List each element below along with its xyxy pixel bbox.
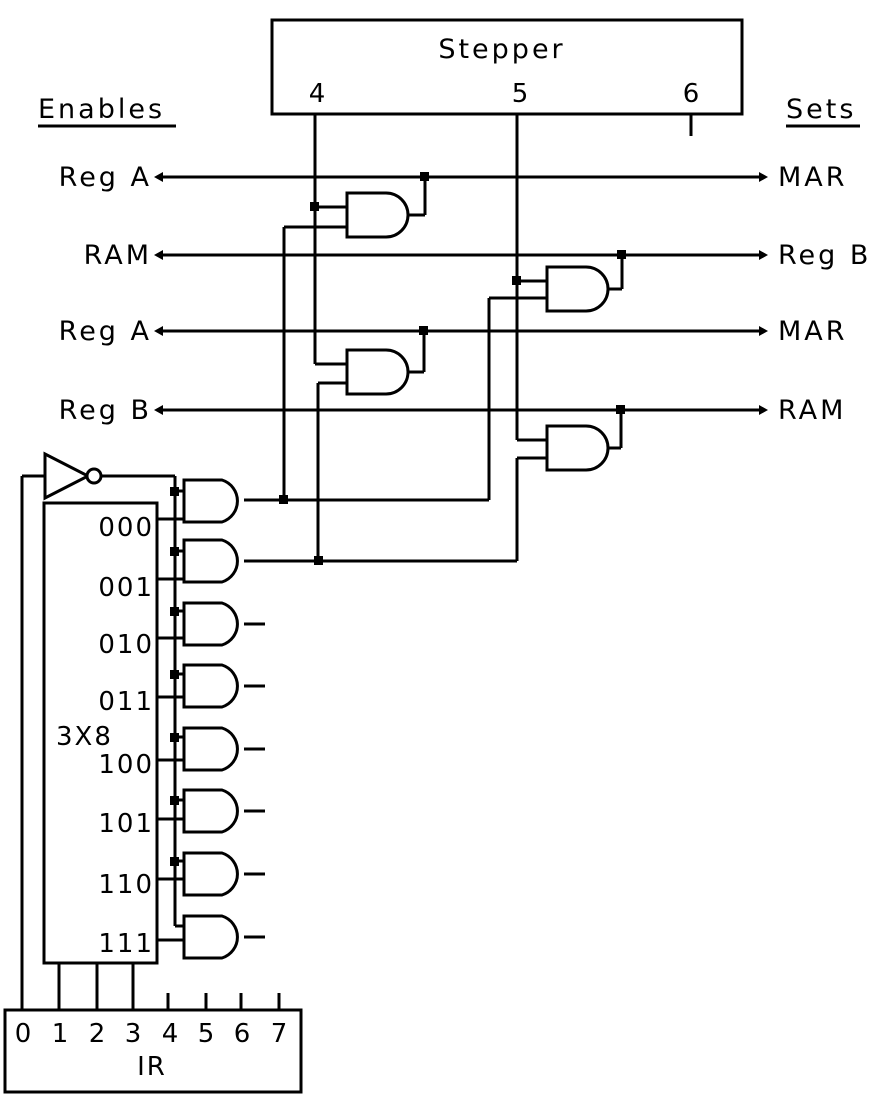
bus-lines [154, 172, 768, 415]
decoder-output-010: 010 [98, 630, 154, 660]
and-gate-enable-reg-a-set-mar-1 [345, 177, 427, 239]
and-gate-010 [157, 601, 265, 647]
instruction-register: 0 1 2 3 4 5 6 7 IR [3, 963, 303, 1094]
set-label-reg-b: Reg B [778, 240, 871, 271]
set-label-mar-2: MAR [778, 316, 848, 347]
decoder-output-101: 101 [98, 809, 154, 839]
decoder-output-100: 100 [98, 750, 154, 780]
and-gate-enable-reg-b-set-ram [545, 410, 623, 472]
stepper: Stepper 4 5 6 [270, 18, 744, 136]
and-gate-001 [157, 538, 239, 584]
stepper-title: Stepper [438, 34, 565, 65]
and-gate-enable-ram-set-reg-b [545, 255, 624, 313]
ir-bit-7: 7 [271, 1019, 290, 1049]
ir-bit-4: 4 [162, 1019, 181, 1049]
decoder-output-110: 110 [98, 870, 154, 900]
and-gate-110 [157, 851, 265, 897]
enable-label-reg-b: Reg B [59, 395, 152, 426]
stepper-step-5: 5 [512, 79, 531, 109]
and-gate-011 [157, 663, 265, 709]
stepper-step-6: 6 [683, 79, 702, 109]
decoder-output-001: 001 [98, 573, 154, 603]
and-gate-000 [157, 478, 239, 524]
and-gate-101 [157, 788, 265, 834]
decoder-3x8: 3X8 000 001 010 011 100 101 110 111 [42, 501, 159, 965]
decoder-output-111: 111 [98, 929, 154, 959]
ir-bit-5: 5 [198, 1019, 217, 1049]
decoder-and-gates [157, 478, 265, 960]
set-label-mar-1: MAR [778, 162, 848, 193]
decoder-output-000: 000 [98, 513, 154, 543]
decoder-label: 3X8 [56, 722, 113, 752]
ir-bit-6: 6 [234, 1019, 253, 1049]
set-label-ram: RAM [778, 395, 846, 426]
ir-label: IR [137, 1052, 167, 1082]
and-gate-100 [157, 726, 265, 772]
sets-header: Sets [786, 94, 856, 125]
stepper-step-4: 4 [309, 79, 328, 109]
enable-label-reg-a-1: Reg A [59, 162, 152, 193]
ir-bit-1: 1 [52, 1019, 71, 1049]
not-gate [20, 451, 177, 1010]
ir-bit-3: 3 [125, 1019, 144, 1049]
and-gate-111 [157, 914, 265, 960]
ir-bit-0: 0 [15, 1019, 34, 1049]
enable-label-reg-a-2: Reg A [59, 316, 152, 347]
instruction-wires [244, 225, 547, 563]
ir-bit-2: 2 [89, 1019, 108, 1049]
enables-header: Enables [38, 94, 165, 125]
decoder-output-011: 011 [98, 687, 154, 717]
and-gate-enable-reg-a-set-mar-2 [345, 331, 426, 396]
enable-label-ram: RAM [84, 240, 152, 271]
